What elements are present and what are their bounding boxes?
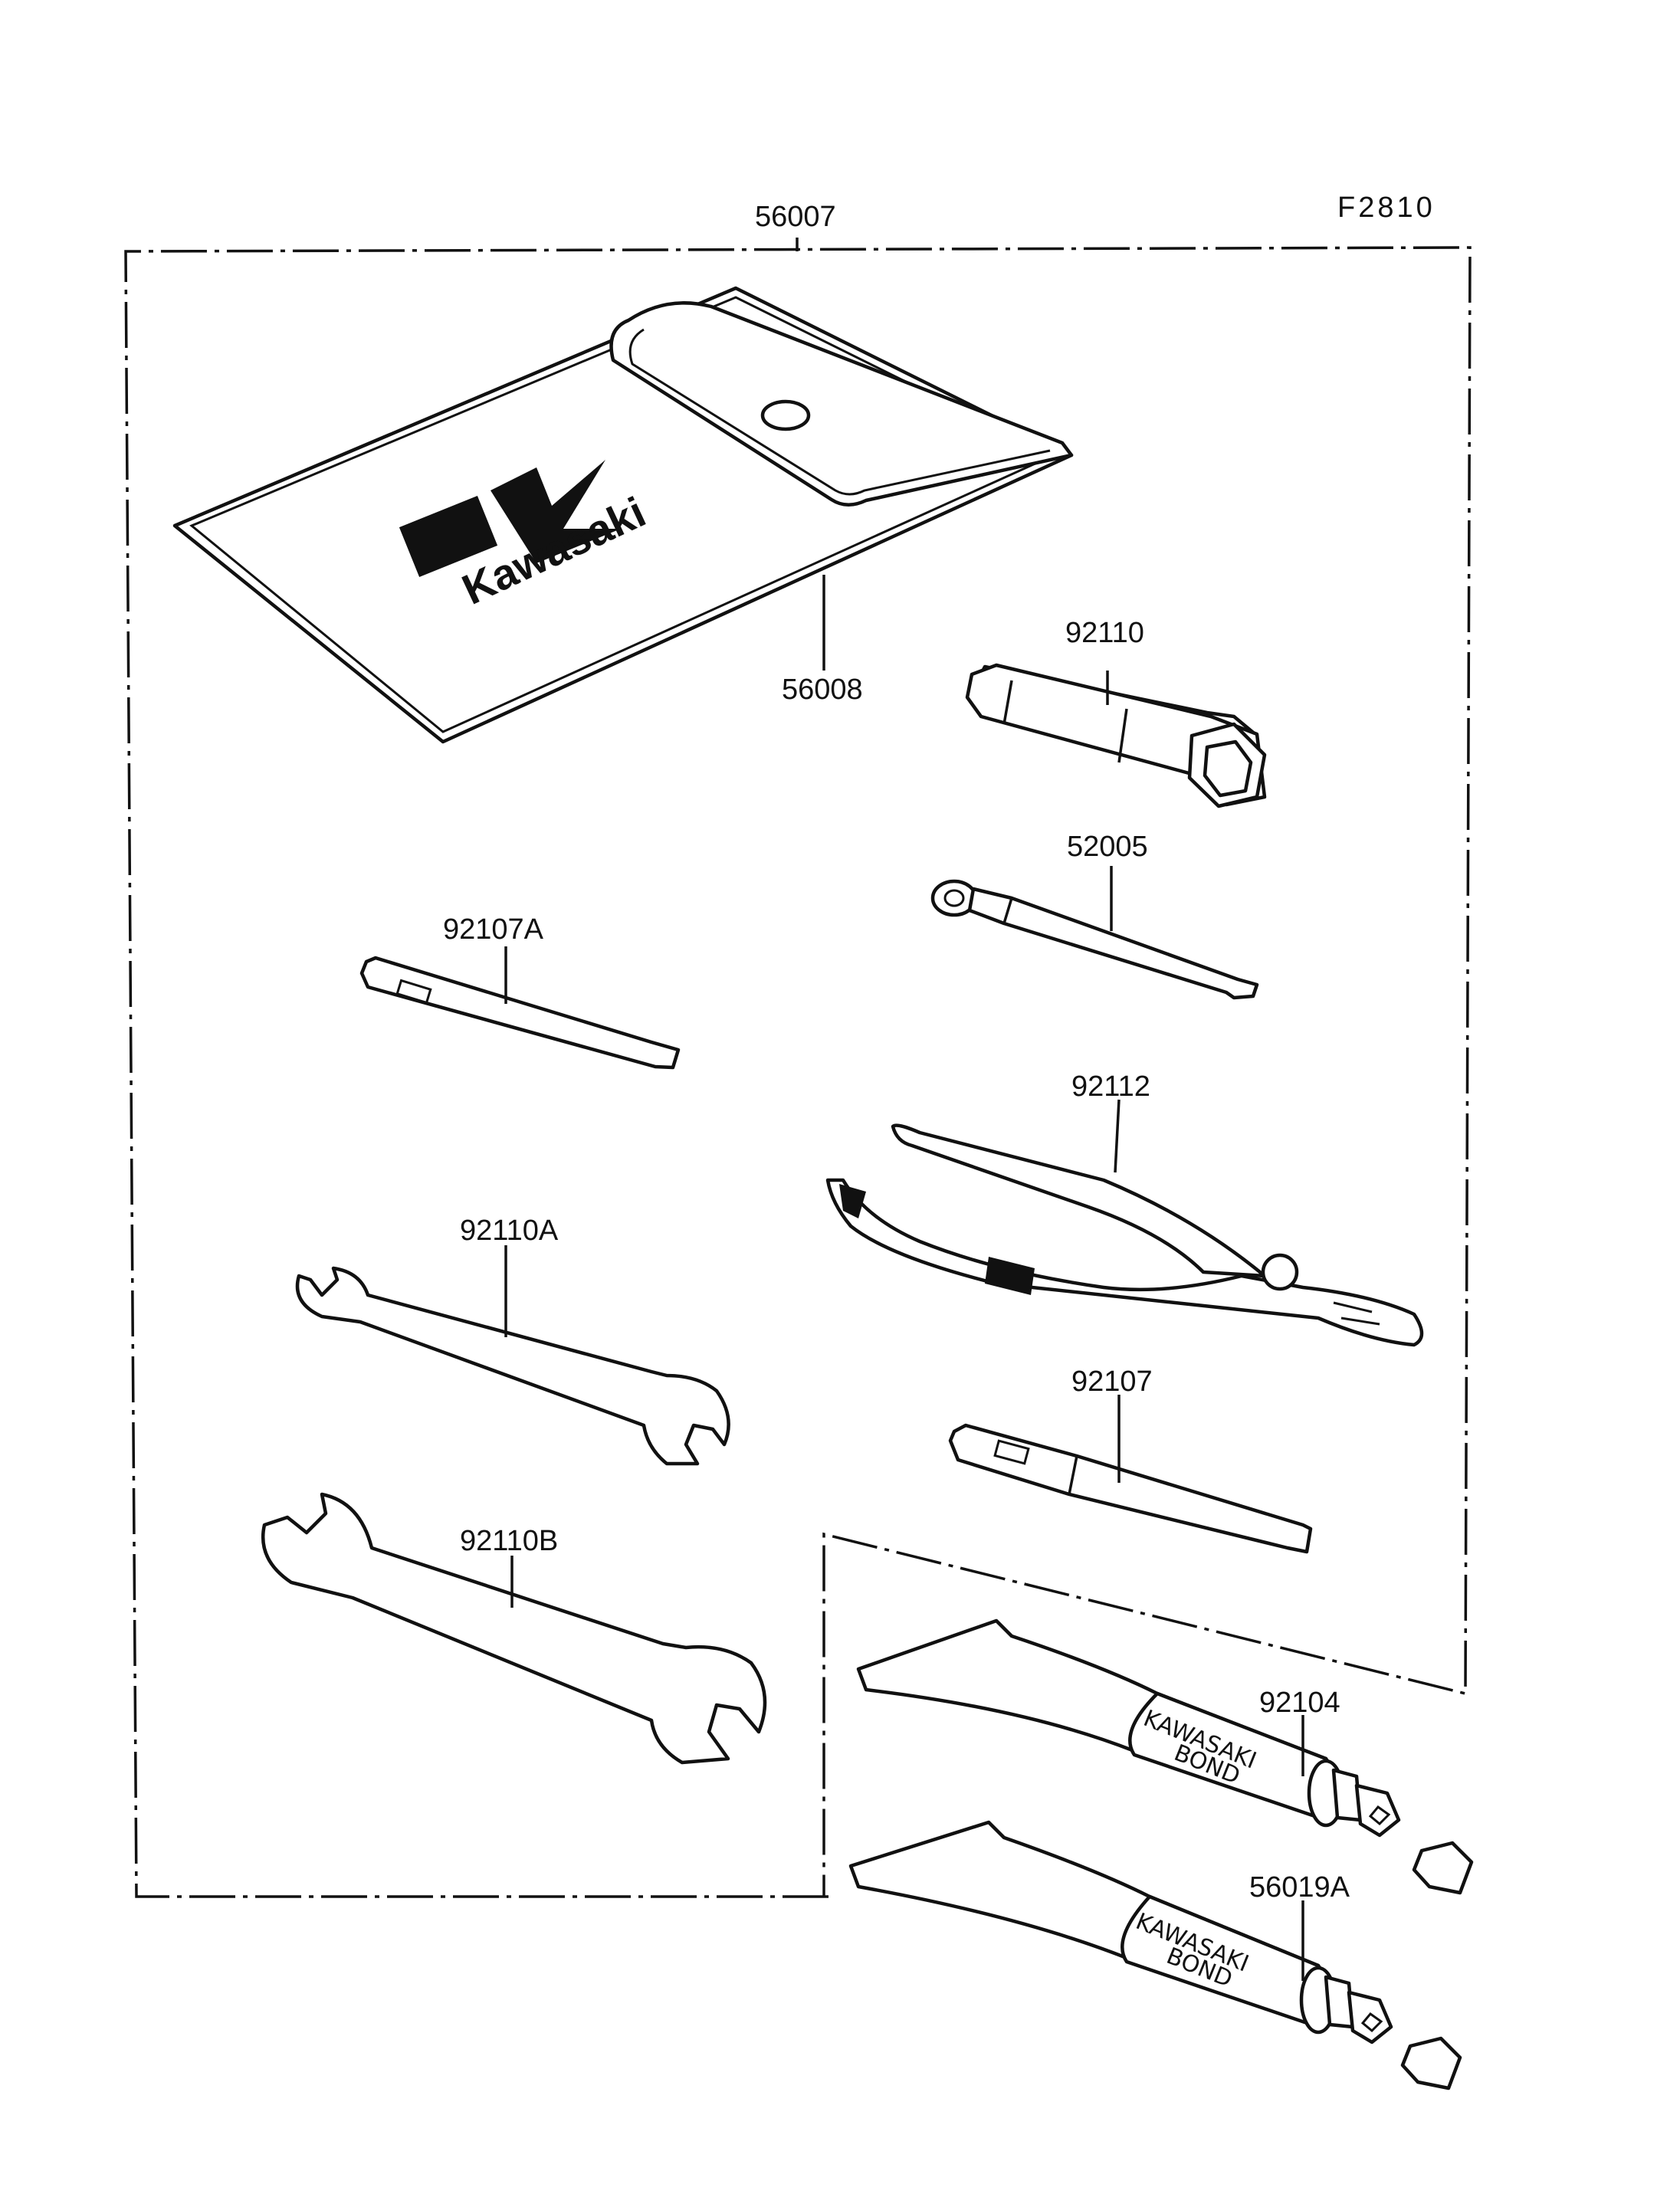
part-number-92107A: 92107A: [443, 913, 544, 946]
plug-wrench: [965, 663, 1267, 808]
part-number-56007: 56007: [755, 201, 836, 233]
part-number-92110: 92110: [1065, 617, 1144, 649]
part-number-92110B: 92110B: [460, 1525, 558, 1557]
screwdriver-handle: [930, 866, 1259, 1000]
tool-bag: Kawasaki: [172, 286, 1074, 744]
part-number-56008: 56008: [782, 674, 863, 706]
pliers: [825, 1099, 1424, 1347]
assembly-bracket: [124, 238, 1472, 1898]
part-number-56019A: 56019A: [1249, 1871, 1350, 1904]
part-number-92110A: 92110A: [460, 1215, 559, 1247]
bond-tube-b: KAWASAKI BOND: [848, 1820, 1462, 2090]
part-number-92112: 92112: [1071, 1071, 1150, 1103]
part-number-52005: 52005: [1067, 831, 1148, 863]
open-end-wrench-a: [295, 1245, 730, 1466]
open-end-wrench-b: [261, 1492, 767, 1765]
part-number-92107: 92107: [1071, 1366, 1153, 1398]
snap-button-icon: [760, 399, 811, 431]
figure-code: F2810: [1337, 192, 1436, 224]
screwdriver-large: [948, 1395, 1313, 1554]
screwdriver-small: [359, 946, 681, 1070]
part-number-92104: 92104: [1259, 1687, 1340, 1719]
